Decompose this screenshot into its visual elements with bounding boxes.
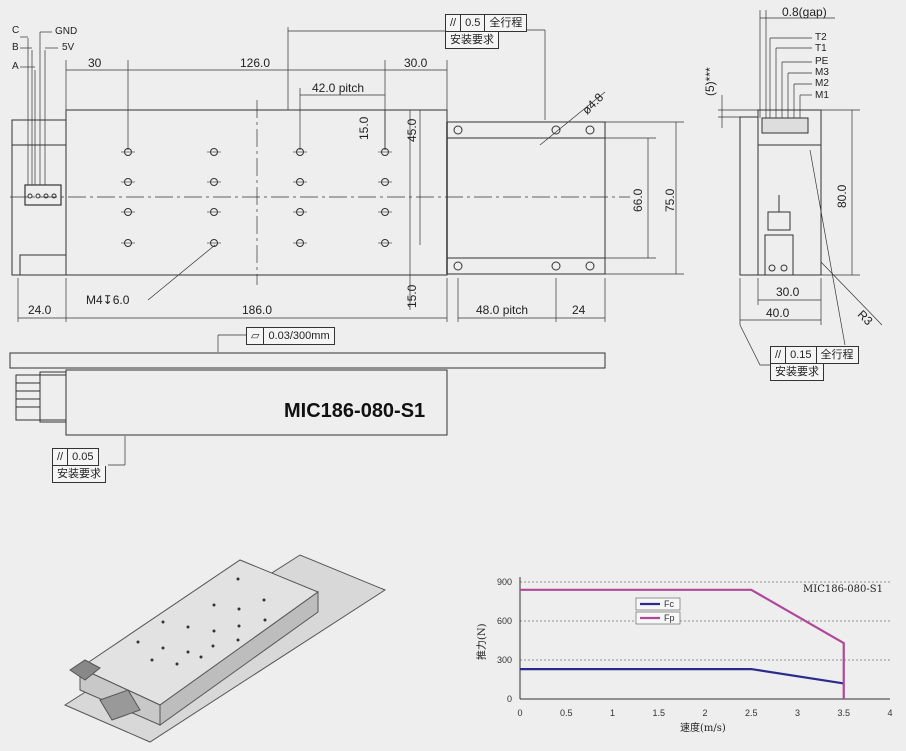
pin-label-m2: M2 <box>815 78 829 89</box>
chart-xlabel: 速度(m/s) <box>680 723 726 734</box>
mount-thread-label: M4↧6.0 <box>86 293 130 307</box>
legend-label: Fc <box>664 599 674 609</box>
parallel-icon: // <box>771 347 787 363</box>
iso-hole <box>186 625 190 629</box>
tolerance-scope: 全行程 <box>489 17 523 29</box>
x-tick-label: 0 <box>517 708 522 718</box>
top-view-dimension-lines <box>17 27 684 322</box>
iso-hole <box>161 620 165 624</box>
front-view-leaders <box>108 334 246 466</box>
tolerance-value: 0.05 <box>72 451 94 463</box>
tolerance-scope: 全行程 <box>820 349 854 361</box>
iso-hole <box>237 607 241 611</box>
tolerance-value: 0.15 <box>786 347 817 363</box>
dim-30-left: 30 <box>88 56 102 70</box>
dim-gap: 0.8(gap) <box>782 5 827 19</box>
top-view-holes <box>121 125 595 271</box>
iso-hole <box>263 618 267 622</box>
y-tick-label: 300 <box>497 655 512 665</box>
parallelism-tolerance-top: // 0.5 全行程 <box>445 14 528 32</box>
parallelism-tolerance-side: // 0.15 全行程 <box>770 346 859 364</box>
flatness-tolerance: ▱ 0.03/300mm <box>246 327 335 345</box>
iso-hole <box>136 640 140 644</box>
top-view-body <box>10 100 630 285</box>
x-tick-label: 1.5 <box>652 708 665 718</box>
side-view-dimension-lines <box>718 10 883 366</box>
isometric-render <box>63 554 387 743</box>
y-tick-label: 600 <box>497 616 512 626</box>
x-tick-label: 3.5 <box>837 708 850 718</box>
dim-24-left: 24.0 <box>28 303 52 317</box>
x-tick-label: 2 <box>702 708 707 718</box>
iso-hole <box>236 638 240 642</box>
y-tick-label: 0 <box>507 694 512 704</box>
chart-title: MIC186-080-S1 <box>803 584 883 595</box>
x-tick-label: 1 <box>610 708 615 718</box>
cable-label-c: C <box>12 25 20 36</box>
cable-label-a: A <box>12 61 19 72</box>
chart-ylabel: 推力(N) <box>477 623 488 660</box>
iso-hole <box>186 650 190 654</box>
side-view-body <box>739 109 822 276</box>
cable-label-b: B <box>12 42 19 53</box>
iso-hole <box>150 658 154 662</box>
dim-24-right: 24 <box>572 303 586 317</box>
tolerance-value: 0.03/300mm <box>268 330 330 342</box>
cable-label-5v: 5V <box>62 42 75 53</box>
pin-label-m1: M1 <box>815 90 829 101</box>
x-tick-label: 3 <box>795 708 800 718</box>
dim-126: 126.0 <box>240 56 271 70</box>
iso-hole <box>211 644 215 648</box>
parallel-icon: // <box>446 15 462 31</box>
tolerance-value: 0.5 <box>461 15 486 31</box>
iso-hole <box>212 629 216 633</box>
iso-hole <box>237 624 241 628</box>
iso-hole <box>262 598 266 602</box>
install-requirement-note: 安装要求 <box>445 32 499 49</box>
parallelism-tolerance-front: // 0.05 <box>52 448 99 466</box>
dim-pitch-42: 42.0 pitch <box>312 81 365 95</box>
front-view-body <box>9 352 606 436</box>
y-tick-label: 900 <box>497 577 512 587</box>
legend-label: Fp <box>664 613 675 623</box>
dim-30-right: 30.0 <box>404 56 428 70</box>
iso-hole <box>175 662 179 666</box>
pin-label-t2: T2 <box>815 32 827 43</box>
parallel-icon: // <box>53 449 69 465</box>
install-requirement-note: 安装要求 <box>52 466 106 483</box>
series-line-fc <box>520 667 844 685</box>
series-line-fp <box>520 588 845 699</box>
x-tick-label: 2.5 <box>745 708 758 718</box>
flatness-icon: ▱ <box>247 328 265 344</box>
dim-pitch-48: 48.0 pitch <box>476 303 529 317</box>
install-requirement-note: 安装要求 <box>770 364 824 381</box>
pin-label-m3: M3 <box>815 67 829 78</box>
iso-hole <box>212 603 216 607</box>
isometric-hole-dots <box>136 577 267 666</box>
x-tick-label: 0.5 <box>560 708 573 718</box>
dim-186: 186.0 <box>242 303 273 317</box>
iso-hole <box>199 655 203 659</box>
iso-hole <box>236 577 240 581</box>
pin-label-pe: PE <box>815 56 829 67</box>
dim-30: 30.0 <box>776 285 800 299</box>
iso-hole <box>161 646 165 650</box>
dim-40: 40.0 <box>766 306 790 320</box>
model-name: MIC186-080-S1 <box>284 400 426 422</box>
cable-label-gnd: GND <box>55 26 78 37</box>
pin-label-t1: T1 <box>815 43 827 54</box>
x-tick-label: 4 <box>887 708 892 718</box>
